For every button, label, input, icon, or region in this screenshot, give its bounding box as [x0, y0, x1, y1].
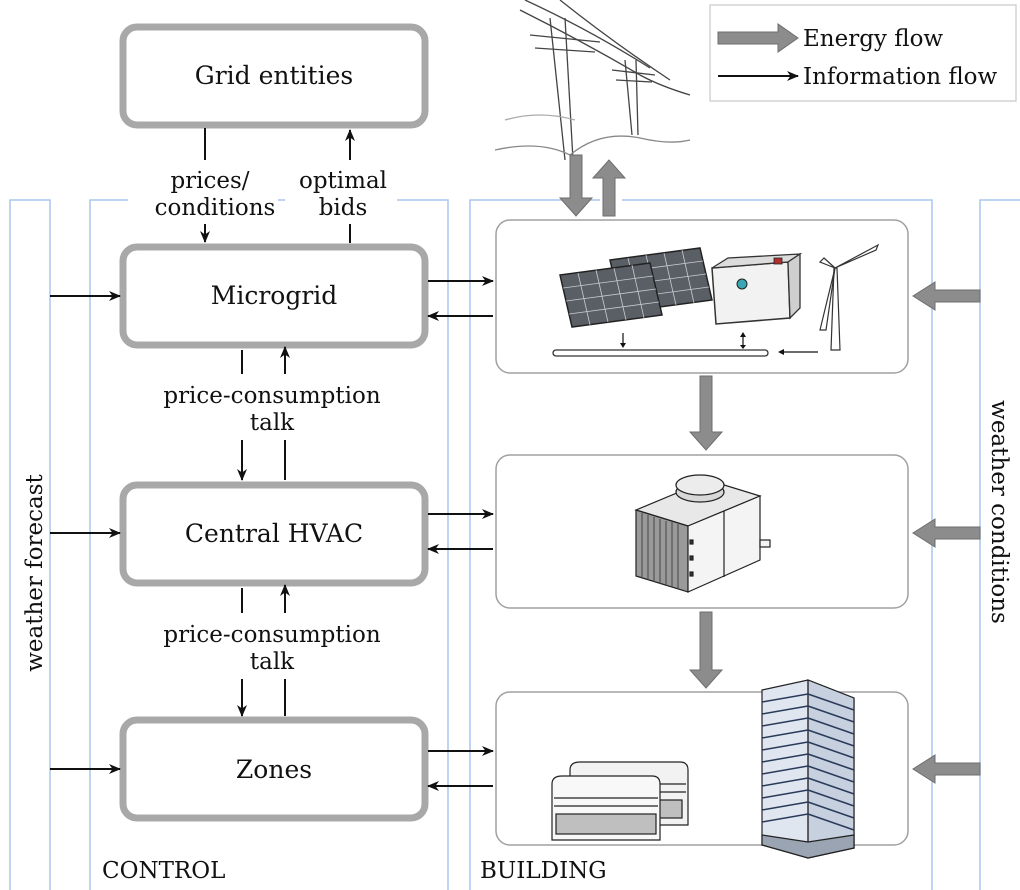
building-to-grid-energy-arrow [591, 159, 627, 217]
information-flow-legend-label: Information flow [803, 64, 998, 90]
solar-panels-icon [559, 247, 713, 328]
busbar [552, 349, 769, 357]
central-hvac-label: Central HVAC [185, 519, 363, 548]
talk1-label-line2: talk [250, 410, 295, 436]
grid-entities-label: Grid entities [195, 61, 353, 90]
prices-label-line2: conditions [155, 195, 276, 221]
zones-label: Zones [236, 755, 312, 784]
hvac-to-zones-energy-arrow [688, 611, 724, 689]
building-region [469, 199, 933, 890]
weather-to-hvac-energy-arrow [912, 518, 981, 548]
energy-flow-legend-label: Energy flow [803, 26, 943, 52]
weather-conditions-region [979, 199, 1020, 890]
microgrid-block [119, 243, 429, 349]
prices-label-line1: prices/ [170, 168, 249, 194]
weather-conditions-label: weather conditions [986, 400, 1012, 624]
bids-label-line1: optimal [299, 168, 387, 194]
bids-label-line2: bids [319, 195, 368, 221]
weather-to-zones-energy-arrow [912, 754, 981, 784]
power-lines-icon [494, 0, 691, 161]
control-region-label: CONTROL [102, 858, 225, 884]
zones-block [119, 716, 429, 822]
battery-icon [711, 252, 803, 325]
generation-to-hvac-energy-arrow [688, 375, 724, 451]
grid-entities-block [119, 23, 429, 129]
hvac-chiller-icon [634, 474, 771, 593]
wind-turbine-icon [818, 243, 880, 351]
grid-to-building-energy-arrow [558, 154, 594, 217]
weather-to-generation-energy-arrow [912, 281, 981, 311]
office-tower-icon [761, 679, 855, 859]
weather-forecast-region [9, 199, 51, 890]
talk1-label-line1: price-consumption [163, 383, 380, 409]
talk2-label-line2: talk [250, 649, 295, 675]
building-region-label: BUILDING [480, 858, 607, 884]
energy-flow-legend-arrow [717, 23, 799, 53]
weather-forecast-label: weather forecast [22, 473, 48, 671]
legend: Energy flow Information flow [709, 4, 1017, 102]
talk2-label-line1: price-consumption [163, 622, 380, 648]
central-hvac-block [119, 481, 429, 587]
microgrid-label: Microgrid [211, 281, 338, 310]
ac-units-icon [551, 761, 689, 841]
